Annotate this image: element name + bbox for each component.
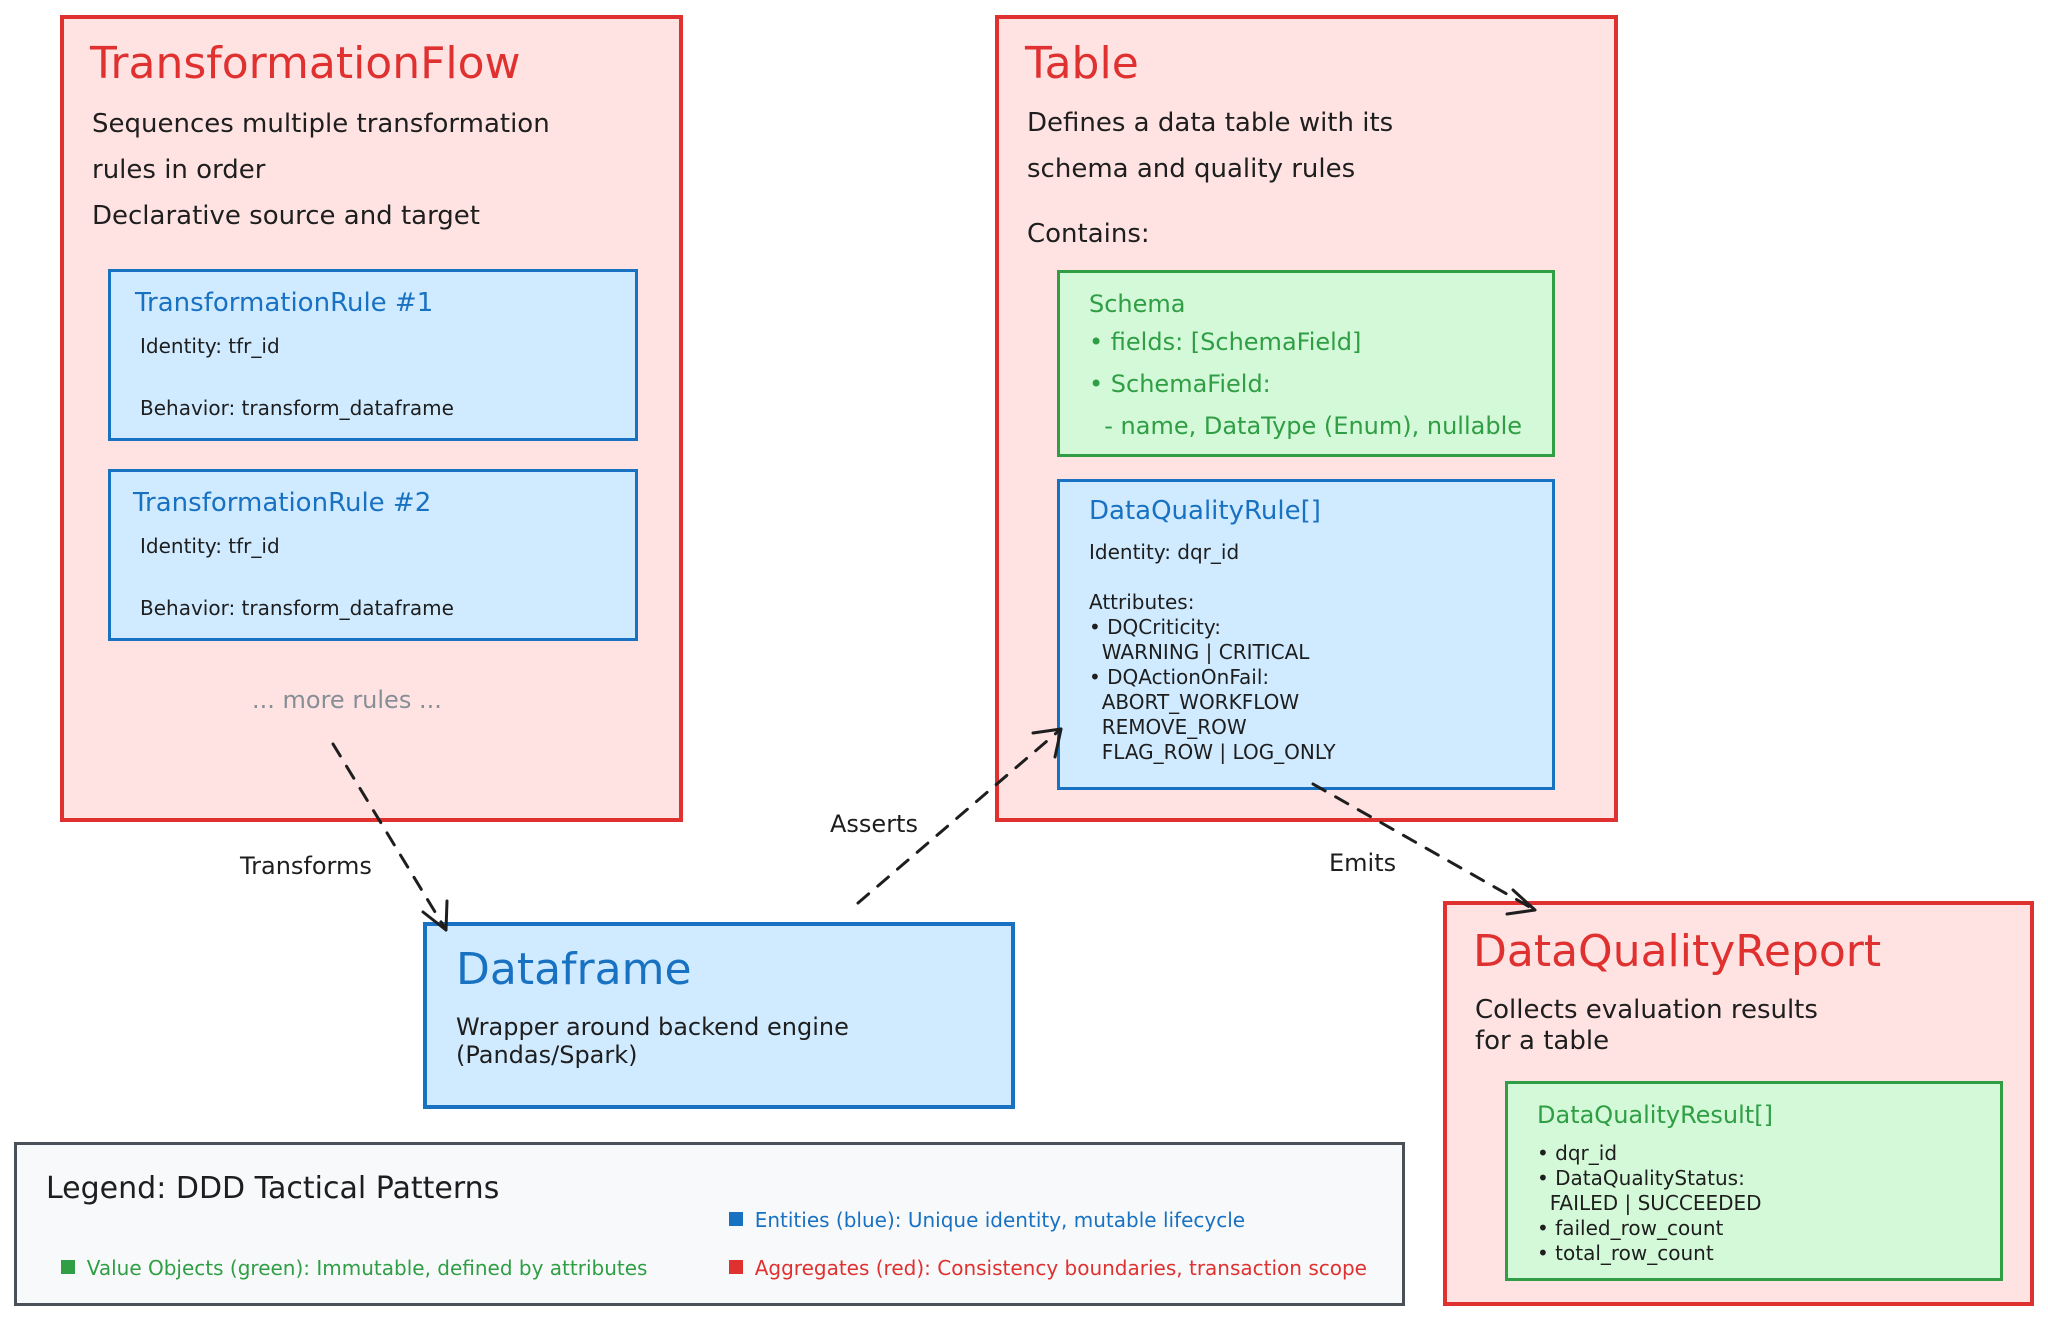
emits-arrow bbox=[1311, 782, 1537, 912]
transformation-flow-desc-2: rules in order bbox=[92, 155, 266, 185]
table-contains-label: Contains: bbox=[1027, 219, 1150, 249]
data-quality-result-line-1: • dqr_id bbox=[1537, 1141, 1618, 1165]
more-rules-label: ... more rules ... bbox=[252, 686, 442, 714]
table-desc-1: Defines a data table with its bbox=[1027, 108, 1394, 138]
transforms-arrow bbox=[331, 742, 448, 932]
asserts-edge-label: Asserts bbox=[830, 810, 918, 838]
data-quality-result-line-2: • DataQualityStatus: bbox=[1537, 1166, 1745, 1190]
entity-swatch-icon bbox=[728, 1212, 743, 1226]
data-quality-rule-box bbox=[1057, 479, 1555, 790]
data-quality-rule-line-3: • DQActionOnFail: bbox=[1089, 665, 1270, 689]
legend-aggregates: Aggregates (red): Consistency boundaries… bbox=[716, 1231, 1367, 1281]
schema-value-object bbox=[1057, 270, 1555, 457]
transformation-rule-2-behavior: Behavior: transform_dataframe bbox=[140, 596, 454, 620]
dataframe-desc-2: (Pandas/Spark) bbox=[456, 1041, 638, 1069]
transformation-rule-2-title: TransformationRule #2 bbox=[133, 488, 432, 518]
data-quality-result-line-5: • total_row_count bbox=[1537, 1241, 1714, 1265]
legend-values: Value Objects (green): Immutable, define… bbox=[48, 1231, 647, 1281]
transformation-rule-2-box bbox=[108, 469, 638, 641]
transformation-rule-1-title: TransformationRule #1 bbox=[135, 288, 434, 318]
legend-aggregates-text: Aggregates (red): Consistency boundaries… bbox=[754, 1256, 1367, 1280]
emits-edge-label: Emits bbox=[1329, 849, 1397, 877]
transformation-flow-desc-1: Sequences multiple transformation bbox=[92, 109, 550, 139]
asserts-arrowhead-icon bbox=[1031, 727, 1063, 759]
data-quality-rule-title: DataQualityRule[] bbox=[1089, 496, 1321, 526]
schema-line-1: • fields: [SchemaField] bbox=[1089, 328, 1362, 356]
data-quality-result-line-4: • failed_row_count bbox=[1537, 1216, 1724, 1240]
legend-title: Legend: DDD Tactical Patterns bbox=[46, 1171, 500, 1206]
legend-entities-text: Entities (blue): Unique identity, mutabl… bbox=[754, 1208, 1246, 1232]
dataframe-desc-1: Wrapper around backend engine bbox=[456, 1013, 849, 1041]
data-quality-rule-line-1: • DQCriticity: bbox=[1089, 615, 1221, 639]
transforms-arrowhead-icon bbox=[421, 899, 449, 932]
data-quality-rule-line-6: FLAG_ROW | LOG_ONLY bbox=[1089, 740, 1336, 764]
data-quality-rule-line-2: WARNING | CRITICAL bbox=[1089, 640, 1310, 664]
legend-values-text: Value Objects (green): Immutable, define… bbox=[86, 1256, 648, 1280]
schema-line-3: - name, DataType (Enum), nullable bbox=[1089, 412, 1523, 440]
dataframe-entity bbox=[423, 922, 1015, 1109]
data-quality-report-title: DataQualityReport bbox=[1473, 926, 1882, 977]
transforms-edge-label: Transforms bbox=[240, 852, 372, 880]
data-quality-result-box bbox=[1505, 1081, 2003, 1281]
emits-arrowhead-icon bbox=[1505, 888, 1537, 916]
table-title: Table bbox=[1025, 38, 1139, 89]
data-quality-rule-line-5: REMOVE_ROW bbox=[1089, 715, 1247, 739]
data-quality-rule-line-4: ABORT_WORKFLOW bbox=[1089, 690, 1300, 714]
transformation-rule-1-identity: Identity: tfr_id bbox=[140, 334, 280, 358]
table-desc-2: schema and quality rules bbox=[1027, 154, 1356, 184]
transformation-rule-1-behavior: Behavior: transform_dataframe bbox=[140, 396, 454, 420]
transformation-flow-title: TransformationFlow bbox=[90, 38, 521, 89]
dataframe-title: Dataframe bbox=[456, 944, 692, 995]
data-quality-rule-identity: Identity: dqr_id bbox=[1089, 540, 1240, 564]
legend-box bbox=[14, 1142, 1405, 1306]
legend-entities: Entities (blue): Unique identity, mutabl… bbox=[716, 1183, 1245, 1233]
transformation-rule-2-identity: Identity: tfr_id bbox=[140, 534, 280, 558]
data-quality-report-desc-1: Collects evaluation results bbox=[1475, 995, 1818, 1025]
schema-title: Schema bbox=[1089, 290, 1186, 318]
schema-line-2: • SchemaField: bbox=[1089, 370, 1271, 398]
data-quality-result-line-3: FAILED | SUCCEEDED bbox=[1537, 1191, 1762, 1215]
asserts-arrow bbox=[856, 727, 1063, 905]
aggregate-swatch-icon bbox=[728, 1260, 743, 1274]
data-quality-report-desc-2: for a table bbox=[1475, 1026, 1610, 1056]
transformation-rule-1-box bbox=[108, 269, 638, 441]
transformation-flow-desc-3: Declarative source and target bbox=[92, 201, 480, 231]
data-quality-result-title: DataQualityResult[] bbox=[1537, 1101, 1773, 1129]
data-quality-rule-attributes: Attributes: bbox=[1089, 590, 1195, 614]
value-object-swatch-icon bbox=[60, 1260, 75, 1274]
